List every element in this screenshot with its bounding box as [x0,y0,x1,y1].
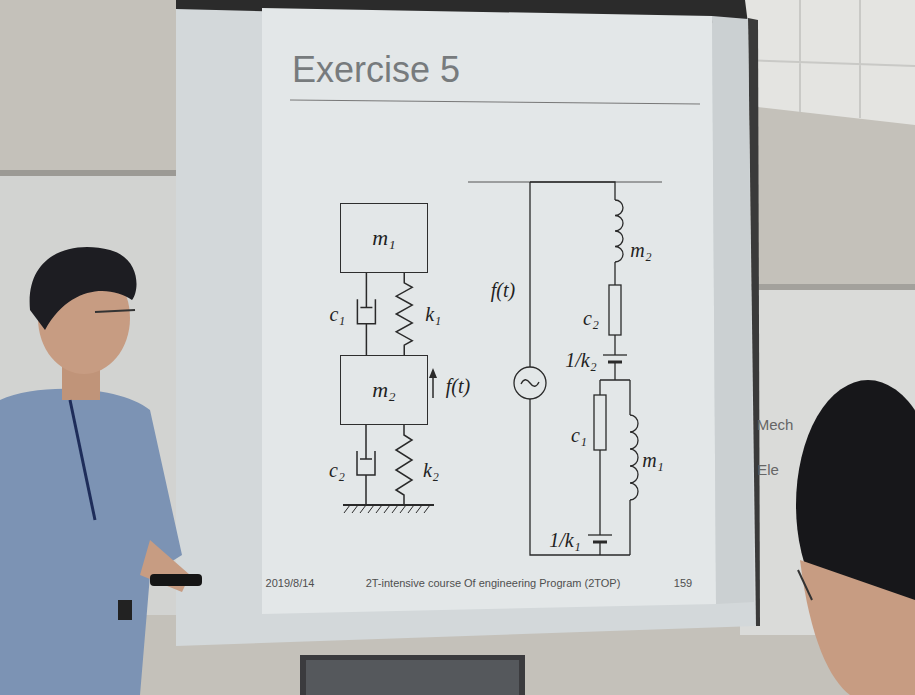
inductor-symbol [630,415,638,500]
whiteboard-note: Ele [757,462,779,479]
inductor-label: m₁ [642,449,663,471]
whiteboard-note: Mech [757,417,794,434]
capacitor-label: 1/k₂ [565,349,596,371]
spring-connector [396,273,412,355]
slide-date: 2019/8/14 [266,577,315,589]
mass-label: m₂ [372,378,396,402]
spring-symbol [396,425,412,505]
projector-screen [176,2,756,646]
watch [118,600,132,620]
circuit-wire [530,182,615,200]
laptop-screen [306,660,519,695]
resistor-symbol [594,395,606,450]
mass-label: m₁ [372,226,396,250]
presenter-hair [30,247,137,330]
inductor-symbol [615,200,623,262]
capacitor-plate [608,361,622,364]
source-label: f(t) [491,279,515,301]
slide-margin [712,16,754,604]
laptop [300,655,525,695]
damper-label: c₂ [329,459,345,481]
whiteboard-rail [740,284,915,290]
mass-box: m₂ [340,355,428,425]
whiteboard-rail [0,170,180,176]
circuit-wire [530,182,630,555]
damper-symbol [357,425,375,505]
damper-connector [357,273,375,355]
presenter-shirt [0,389,182,695]
inductor-label: m₂ [630,239,651,261]
ceiling [740,0,915,125]
spring-label: k₂ [423,459,439,481]
slide-footer: 2T-intensive course Of engineering Progr… [366,577,621,589]
ground-hatch [344,505,430,513]
force-arrowhead [429,368,437,378]
ac-source [514,367,546,399]
capacitor-plate [593,541,607,544]
mass-box: m₁ [340,203,428,273]
resistor-symbol [609,285,621,335]
lanyard [70,400,95,520]
ground-line [343,504,434,506]
connector-label: k₁ [425,303,441,325]
remote [150,574,202,586]
student-face [800,560,915,695]
capacitor-plate [603,354,627,355]
circuit-wire [600,380,630,555]
connector-label: c₁ [329,303,345,325]
capacitor-label: 1/k₁ [549,529,580,551]
ac-source-wave [521,380,539,387]
glasses [95,310,135,312]
ceiling-tile-lines [740,0,915,118]
title-rule [290,100,700,104]
glasses [798,570,812,600]
resistor-label: c₁ [571,424,587,446]
resistor-label: c₂ [583,307,599,329]
slide-area [262,8,716,614]
capacitor-plate [588,534,612,535]
slide-title: Exercise 5 [292,50,460,90]
force-label: f(t) [446,375,470,397]
page-number: 159 [674,577,692,589]
